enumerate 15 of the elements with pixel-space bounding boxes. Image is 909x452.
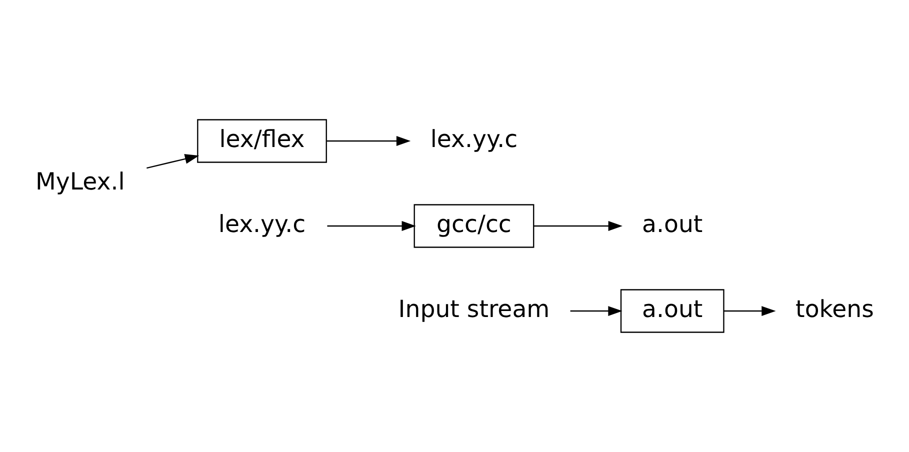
node-text: lex.yy.c bbox=[218, 210, 306, 238]
node-text: tokens bbox=[796, 294, 874, 323]
node-text: Input stream bbox=[398, 294, 550, 323]
node-box: a.out bbox=[620, 289, 724, 333]
arrow bbox=[327, 221, 416, 231]
node-box: gcc/cc bbox=[414, 204, 534, 248]
arrow bbox=[534, 221, 622, 231]
node-text: a.out bbox=[642, 210, 703, 238]
arrow bbox=[326, 136, 411, 146]
arrow bbox=[146, 154, 200, 169]
arrow bbox=[570, 306, 622, 316]
node-text: lex.yy.c bbox=[430, 124, 518, 153]
node-box: lex/flex bbox=[197, 119, 327, 163]
arrow bbox=[724, 306, 776, 316]
node-text: MyLex.l bbox=[36, 167, 125, 196]
